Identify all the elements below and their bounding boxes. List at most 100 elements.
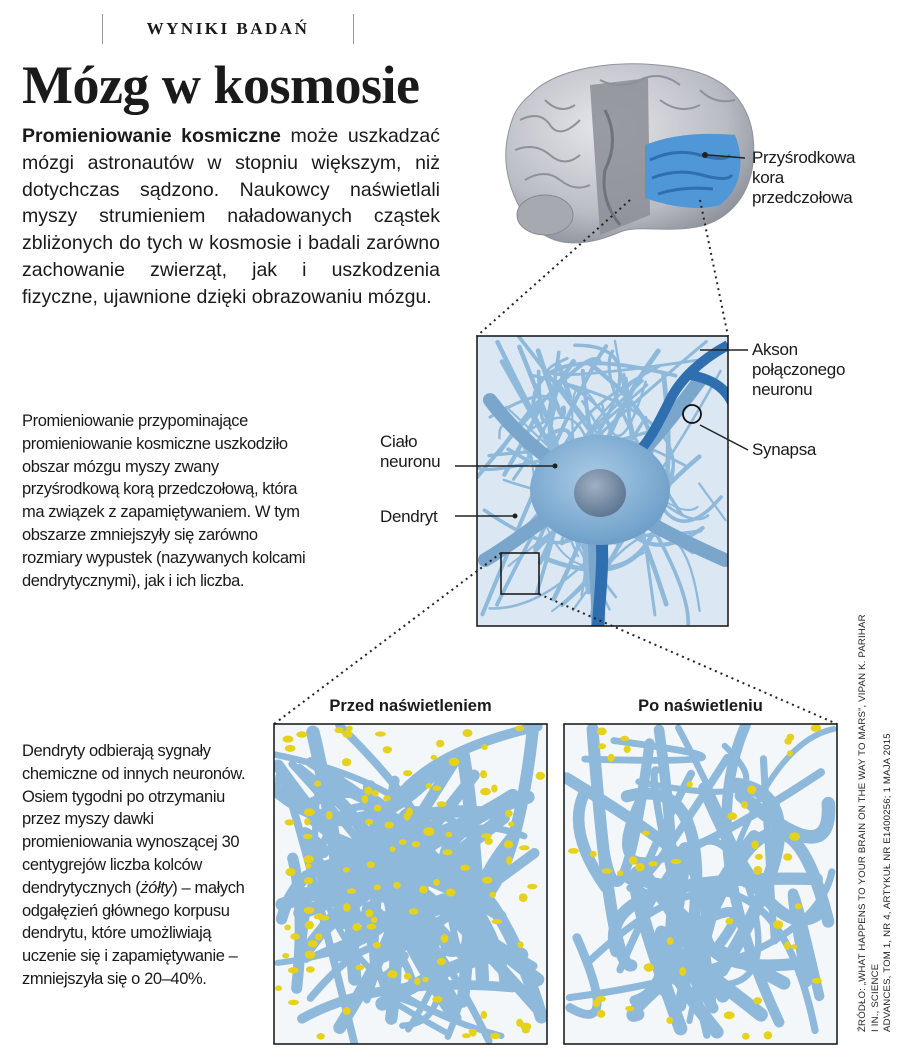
dendritic-spine: [742, 1032, 750, 1040]
dendritic-spine: [753, 997, 763, 1005]
dendritic-spine: [290, 933, 300, 940]
dendritic-spine: [430, 754, 437, 760]
label-cortex-line2: kora: [752, 168, 784, 187]
dendritic-spine: [345, 725, 353, 732]
source-credit: ŹRÓDŁO: „WHAT HAPPENS TO YOUR BRAIN ON T…: [857, 612, 895, 1032]
label-cortex-line1: Przyśrodkowa: [752, 148, 856, 167]
dendritic-spine: [481, 744, 488, 751]
dendrite-branch: [787, 888, 825, 1002]
dendritic-spine: [403, 770, 413, 777]
dendritic-spine: [387, 970, 398, 979]
dendritic-spine: [462, 1033, 471, 1039]
side-text-p2-italic: żółty: [140, 878, 173, 897]
dendritic-spine: [303, 906, 315, 914]
zoom-lines-top: [476, 199, 729, 337]
dendritic-spine: [643, 963, 654, 972]
panel-after: [564, 724, 837, 1044]
dendritic-spine: [366, 923, 377, 930]
dendritic-spine: [763, 1031, 773, 1040]
dendritic-spine: [754, 853, 763, 860]
dendrite-branch: [557, 363, 573, 400]
dendritic-spine: [302, 833, 313, 840]
dendritic-spine: [288, 967, 299, 974]
dendritic-spine: [620, 735, 630, 742]
dendritic-spine: [480, 1010, 487, 1020]
dendritic-spine: [723, 1011, 735, 1020]
dendritic-spine: [489, 891, 497, 898]
dendritic-spine: [436, 739, 445, 748]
cortex-leader: [707, 154, 746, 159]
dendritic-spine: [384, 821, 394, 829]
side-text-dendrites: Dendryty odbierają sygnały chemiczne od …: [22, 740, 254, 991]
dendritic-spine: [601, 868, 613, 874]
dendritic-spine: [628, 856, 638, 865]
dendritic-spine: [535, 771, 545, 781]
label-axon-line2: połączonego: [752, 360, 846, 379]
dendritic-spine: [440, 934, 449, 943]
dendritic-spine: [445, 831, 453, 838]
dendritic-spine: [383, 795, 391, 802]
dendritic-spine: [625, 1005, 635, 1012]
dendritic-spine: [635, 862, 645, 872]
dendritic-spine: [686, 781, 693, 788]
label-axon-line1: Akson: [752, 340, 798, 359]
side-text-cortex: Promieniowanie przypominające promieniow…: [22, 412, 306, 590]
dendritic-spine: [521, 1027, 530, 1034]
dendritic-spine: [371, 790, 379, 797]
dendritic-spine: [567, 848, 579, 854]
dendritic-spine: [389, 846, 396, 852]
lead-paragraph: Promieniowanie kosmiczne może uszkadzać …: [22, 123, 440, 311]
dendrite-branch: [581, 737, 706, 764]
cortex-marker: [702, 152, 708, 158]
dendritic-spine: [623, 745, 631, 753]
dendritic-spine: [490, 1032, 501, 1040]
dendritic-spine: [419, 885, 428, 894]
dendritic-spine: [784, 737, 792, 745]
dendritic-spine: [773, 920, 784, 929]
label-axon: Akson połączonego neuronu: [752, 340, 845, 400]
dendritic-spine: [436, 801, 447, 807]
dendritic-spine: [506, 856, 513, 865]
dendritic-spine: [370, 916, 378, 923]
dendritic-spine: [352, 923, 362, 931]
dendrite-branch: [734, 788, 836, 844]
dendritic-spine: [334, 727, 344, 734]
prefrontal-cortex-highlight: [645, 133, 741, 208]
dendrite-branch: [297, 980, 518, 1024]
dendrite-branch: [607, 872, 823, 958]
dendritic-spine: [342, 730, 353, 738]
dendritic-spine: [666, 1016, 673, 1024]
dendritic-spine: [519, 845, 530, 851]
dendritic-spine: [341, 758, 352, 767]
dendritic-spine: [783, 853, 793, 861]
dendritic-spine: [448, 757, 460, 767]
label-cortex: Przyśrodkowa kora przedczołowa: [752, 148, 855, 208]
neuron-leaders: [455, 349, 749, 517]
dendritic-spine: [727, 812, 738, 821]
dendritic-spine: [304, 950, 316, 959]
dendritic-spine: [423, 827, 435, 836]
dendritic-spine: [516, 1018, 524, 1027]
page-title: Mózg w kosmosie: [22, 55, 420, 115]
side-text-p2-after: ) – małych odgałęzień głównego korpusu d…: [22, 878, 245, 988]
label-body-line1: Ciało: [380, 432, 418, 451]
dendrite-branch: [498, 424, 611, 611]
dendritic-spine: [518, 893, 528, 902]
dendritic-spine: [617, 870, 624, 877]
dendritic-spine: [411, 841, 421, 848]
dendritic-spine: [382, 746, 392, 754]
dendrite-branch: [443, 824, 528, 959]
dendrite-branch: [698, 482, 727, 522]
dendritic-spine: [305, 863, 312, 869]
lead-bold: Promieniowanie kosmiczne: [22, 125, 281, 147]
dendritic-spine: [282, 953, 290, 959]
dendritic-spine: [307, 940, 318, 948]
lead-text: może uszkadzać mózgi astronautów w stopn…: [22, 125, 440, 308]
dendritic-spine: [504, 809, 513, 818]
dendritic-spine: [436, 957, 446, 966]
dendritic-spine: [314, 933, 323, 941]
dendritic-spine: [596, 727, 607, 736]
dendritic-spine: [342, 1007, 351, 1015]
dendritic-spine: [445, 888, 456, 897]
